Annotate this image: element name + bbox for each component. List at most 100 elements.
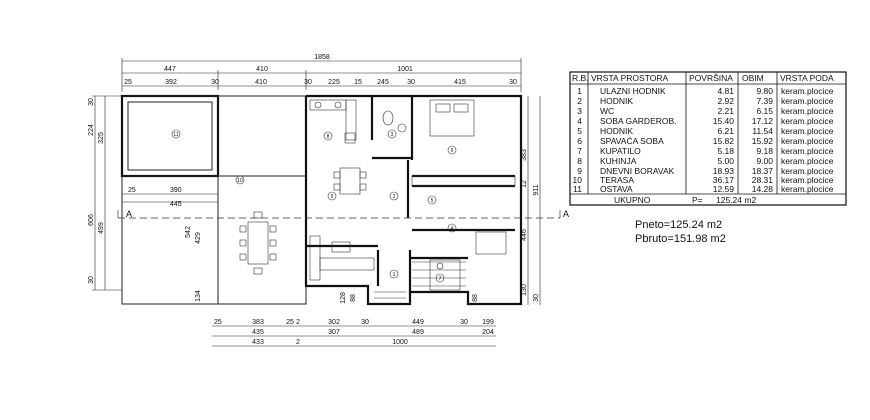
room-markers: 1 2 3 4 5 6 7 8 9 10 11 (171, 129, 457, 283)
table-row: 9 DNEVNI BORAVAK 18.93 18.37 keram.ploci… (577, 166, 833, 176)
dim-top-410: 410 (256, 66, 268, 73)
cell-area: 12.59 (713, 184, 735, 194)
dim-left-499: 499 (98, 222, 105, 234)
dim-inner-134: 134 (195, 290, 202, 302)
table-total-label: UKUPNO (614, 195, 651, 205)
cell-rb: 4 (577, 116, 582, 126)
dim-right-911: 911 (533, 184, 540, 195)
room-schedule-table: R.B. VRSTA PROSTORA POVRŠINA OBIM VRSTA … (569, 71, 847, 206)
cell-room: HODNIK (600, 96, 633, 106)
dim-inner-445: 445 (170, 201, 182, 208)
room-marker-6: 6 (451, 148, 454, 154)
cell-room: ULAZNI HODNIK (600, 86, 666, 96)
dim-bot-2: 2 (296, 319, 300, 326)
cell-area: 5.18 (717, 146, 734, 156)
dim-bot-433: 433 (252, 339, 264, 346)
dim-inner-88a: 88 (350, 294, 357, 302)
dim-right-30: 30 (533, 294, 540, 302)
dim-inner-429: 429 (195, 232, 202, 244)
cell-perimeter: 28.31 (752, 175, 774, 185)
dim-right-383: 383 (521, 149, 528, 161)
dim-inner-128: 128 (340, 292, 347, 304)
table-row: 11 OSTAVA 12.59 14.28 keram.plocice (573, 184, 834, 194)
table-header-povrsina: POVRŠINA (689, 73, 733, 83)
cell-floor: keram.plocice (781, 96, 834, 106)
cell-room: TERASA (600, 175, 634, 185)
pneto-summary: Pneto=125.24 m2 (635, 219, 722, 231)
dim-top-25: 25 (124, 79, 132, 86)
dim-bot-449: 449 (412, 319, 424, 326)
cell-rb: 8 (577, 156, 582, 166)
dim-inner-25: 25 (128, 187, 136, 194)
cell-perimeter: 9.00 (756, 156, 773, 166)
cell-perimeter: 9.80 (756, 86, 773, 96)
table-row: 8 KUHINJA 5.00 9.00 keram.plocice (577, 156, 833, 166)
cell-area: 15.82 (713, 136, 735, 146)
dim-bot-383: 383 (252, 319, 264, 326)
cell-floor: keram.plocice (781, 166, 834, 176)
dim-bot-25b: 25 (286, 319, 294, 326)
cell-area: 6.21 (717, 126, 734, 136)
top-dimensions: 1858 447 410 1001 25 392 30 410 30 225 1… (121, 54, 522, 92)
dim-top-30b: 30 (304, 79, 312, 86)
cell-area: 36.17 (713, 175, 735, 185)
cell-room: KUHINJA (600, 156, 637, 166)
cell-floor: keram.plocice (781, 126, 834, 136)
dim-left-224: 224 (88, 124, 95, 136)
cell-room: SOBA GARDEROB. (600, 116, 677, 126)
table-total-value: 125.24 m2 (716, 195, 756, 205)
section-label-left: A (126, 209, 132, 219)
cell-room: OSTAVA (600, 184, 633, 194)
table-row: 5 HODNIK 6.21 11.54 keram.plocice (577, 126, 833, 136)
cell-area: 2.21 (717, 106, 734, 116)
cell-area: 2.92 (717, 96, 734, 106)
dim-bot-489: 489 (412, 329, 424, 336)
left-dimensions: 30 224 325 606 499 30 (88, 95, 122, 291)
dim-bot-1000: 1000 (392, 339, 408, 346)
dim-left-325: 325 (98, 132, 105, 144)
dim-top-415: 415 (454, 79, 466, 86)
dim-bot-204: 204 (482, 329, 494, 336)
dim-bot-307: 307 (328, 329, 340, 336)
cell-perimeter: 15.92 (752, 136, 774, 146)
cell-perimeter: 9.18 (756, 146, 773, 156)
cell-perimeter: 7.39 (756, 96, 773, 106)
dim-inner-390: 390 (170, 187, 182, 194)
cell-room: KUPATILO (600, 146, 641, 156)
cell-room: WC (600, 106, 614, 116)
dim-right-130: 130 (521, 284, 528, 296)
table-total-p: P= (692, 195, 703, 205)
dim-bot-2b: 2 (296, 339, 300, 346)
cell-rb: 3 (577, 106, 582, 116)
dim-bot-435: 435 (252, 329, 264, 336)
dim-left-606: 606 (88, 214, 95, 226)
room-marker-2: 2 (393, 194, 396, 200)
building-walls (120, 94, 523, 306)
cell-rb: 1 (577, 86, 582, 96)
dim-bot-199: 199 (482, 319, 494, 326)
dim-top-30a: 30 (211, 79, 219, 86)
cell-perimeter: 6.15 (756, 106, 773, 116)
cell-floor: keram.plocice (781, 184, 834, 194)
dim-bot-30b: 30 (460, 319, 468, 326)
dim-top-1001: 1001 (397, 66, 413, 73)
cell-rb: 5 (577, 126, 582, 136)
dim-bot-302: 302 (328, 319, 340, 326)
cell-perimeter: 14.28 (752, 184, 774, 194)
room-marker-4: 4 (451, 226, 454, 232)
cell-floor: keram.plocice (781, 86, 834, 96)
dim-top-410b: 410 (255, 79, 267, 86)
dim-bot-25a: 25 (214, 319, 222, 326)
dim-top-245: 245 (377, 79, 389, 86)
table-header-vrsta-poda: VRSTA PODA (780, 73, 834, 83)
table-header-vrsta: VRSTA PROSTORA (591, 73, 668, 83)
cell-room: HODNIK (600, 126, 633, 136)
room-marker-9: 9 (331, 194, 334, 200)
room-marker-5: 5 (431, 198, 434, 204)
table-header-obim: OBIM (742, 73, 764, 83)
cell-floor: keram.plocice (781, 156, 834, 166)
table-row: 2 HODNIK 2.92 7.39 keram.plocice (577, 96, 833, 106)
table-row: 1 ULAZNI HODNIK 4.81 9.80 keram.plocice (577, 86, 833, 96)
inner-dimensions: 25 390 445 542 429 134 128 88 88 (122, 187, 479, 304)
table-row: 3 WC 2.21 6.15 keram.plocice (577, 106, 833, 116)
